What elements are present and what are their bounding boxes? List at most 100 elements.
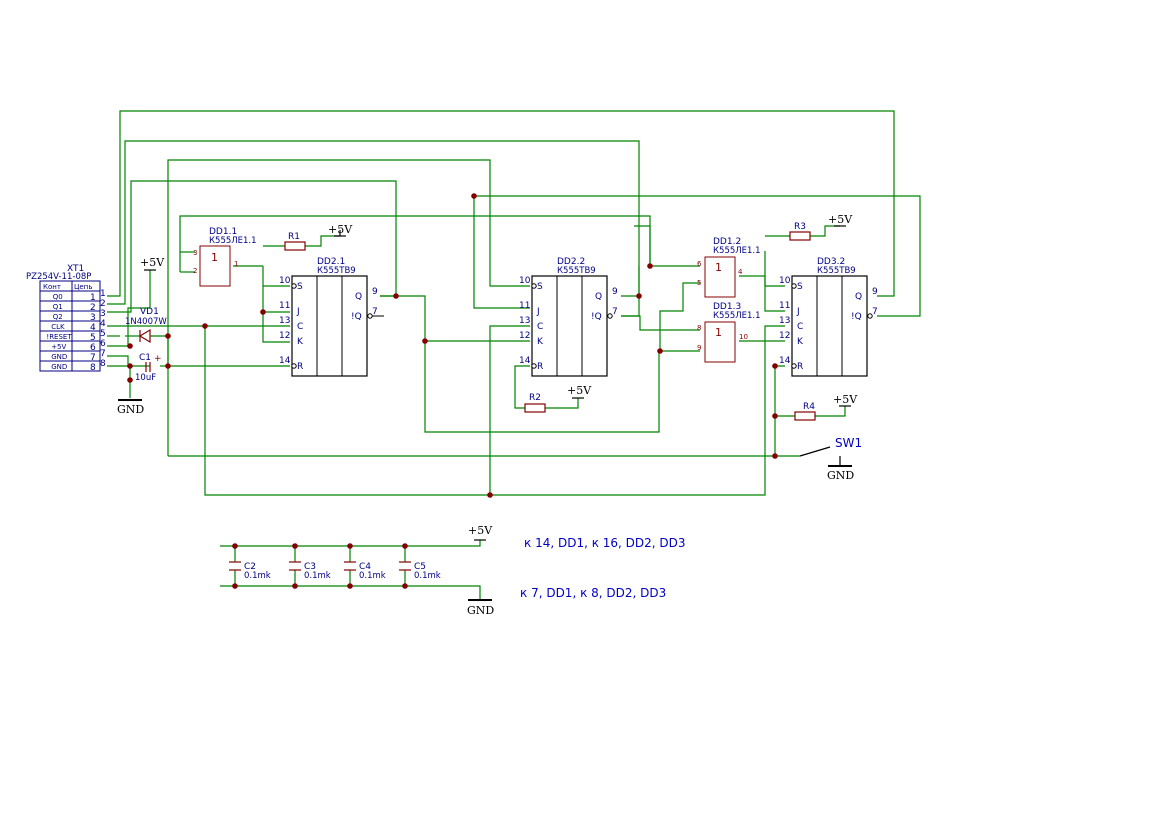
xt1-row-name: !RESET	[46, 333, 72, 341]
ff-dd2-2-pin-label: R	[537, 362, 543, 372]
xt1-wire-pin: 3	[100, 309, 106, 319]
dd1-3-pin-out: 10	[739, 333, 748, 341]
c5-ref: C5	[414, 562, 426, 572]
gate-dd1-1: DD1.1 К555ЛЕ1.1 1 3 2 1	[193, 227, 257, 287]
ff-dd2-1-pin-num: 11	[279, 301, 290, 311]
xt1-wire-pin: 4	[100, 319, 106, 329]
power-vcc-r4: +5V	[833, 393, 858, 407]
xt1-ref: XT1	[67, 264, 84, 274]
ff-dd2-2-ref: DD2.2	[557, 257, 585, 267]
vcc-note: к 14, DD1, к 16, DD2, DD3	[524, 536, 686, 550]
c3-ref: C3	[304, 562, 316, 572]
xt1-wire-pin: 5	[100, 329, 106, 339]
c2-ref: C2	[244, 562, 256, 572]
ff-dd3-2-nq-num: 7	[872, 307, 878, 317]
ff-dd2-1-nq-num: 7	[372, 307, 378, 317]
ff-dd3-2-ref: DD3.2	[817, 257, 845, 267]
dd1-3-ref: DD1.3	[713, 302, 741, 312]
gnd-label: GND	[117, 403, 144, 416]
c3-value: 0.1mk	[304, 571, 331, 581]
gnd-label-bus: GND	[467, 604, 494, 617]
dd1-1-value: К555ЛЕ1.1	[209, 236, 257, 246]
r3-ref: R3	[794, 222, 806, 232]
ff-dd2-2-pin-num: 12	[519, 331, 530, 341]
diode-vd1: VD1 1N4007W	[125, 307, 167, 344]
ff-dd2-2-pin-label: K	[537, 337, 544, 347]
dd1-2-value: К555ЛЕ1.1	[713, 246, 761, 256]
dd1-2-pin-out: 4	[738, 268, 743, 276]
ff-dd2-2-nq-label: !Q	[591, 312, 602, 322]
ff-dd2-2-pin-label: J	[536, 307, 540, 317]
gate-dd1-3: DD1.3 К555ЛЕ1.1 1 8 9 10	[697, 302, 761, 363]
resistor-r2: R2	[524, 393, 546, 413]
junctions	[127, 193, 778, 589]
vd1-ref: VD1	[140, 307, 159, 317]
ff-dd2-1-ref: DD2.1	[317, 257, 345, 267]
xt1-value: PZ254V-11-08P	[26, 272, 91, 282]
ff-dd2-1-pin-label: S	[297, 282, 303, 292]
ff-dd2-1-nq-label: !Q	[351, 312, 362, 322]
dd1-3-value: К555ЛЕ1.1	[713, 311, 761, 321]
power-gnd-xt1: GND	[117, 399, 144, 416]
ff-dd3-2-pin-num: 13	[779, 316, 790, 326]
ff-dd2-2-value: К555ТВ9	[557, 266, 596, 276]
decoupling-caps: C2 0.1mk C3 0.1mk C4 0.1mk C5 0.1mk +5V …	[229, 524, 686, 617]
c5-value: 0.1mk	[414, 571, 441, 581]
ff-dd2-2-pin-num: 11	[519, 301, 530, 311]
c1-value: 10uF	[135, 373, 156, 383]
xt1-row-name: Q0	[53, 293, 63, 301]
vcc-label-bus: +5V	[468, 524, 493, 537]
ff-dd2-2-nq-num: 7	[612, 307, 618, 317]
dd1-1-symbol: 1	[211, 251, 218, 264]
ff-dd2-1-pin-num: 13	[279, 316, 290, 326]
xt1-row-name: +5V	[51, 343, 66, 351]
xt1-row-pin: 7	[90, 353, 96, 363]
vd1-value: 1N4007W	[125, 317, 167, 327]
vcc-label: +5V	[140, 256, 165, 269]
resistor-r4: R4	[794, 402, 816, 421]
xt1-wire-pin: 8	[100, 359, 106, 369]
ff-dd3-2-pin-num: 10	[779, 276, 791, 286]
xt1-row-name: GND	[51, 353, 67, 361]
dd1-2-pin-a: 6	[697, 260, 702, 268]
xt1-row-name: Q2	[53, 313, 63, 321]
dd1-2-pin-b: 5	[697, 279, 701, 287]
r1-ref: R1	[288, 232, 300, 242]
dd1-2-ref: DD1.2	[713, 237, 741, 247]
ff-dd3-2-pin-label: S	[797, 282, 803, 292]
xt1-row-pin: 5	[90, 333, 96, 343]
ff-dd2-2-q-num: 9	[612, 287, 618, 297]
ff-dd2-1-pin-label: C	[297, 322, 303, 332]
r2-ref: R2	[529, 393, 541, 403]
vcc-label-r2: +5V	[567, 384, 592, 397]
xt1-header-circuit: Цепь	[74, 283, 92, 291]
ff-dd2-1-value: К555ТВ9	[317, 266, 356, 276]
flipflops: DD2.1К555ТВ910S11J13C12K14RQ!Q97DD2.2К55…	[279, 257, 878, 377]
dd1-3-pin-a: 8	[697, 324, 701, 332]
r4-ref: R4	[803, 402, 815, 412]
power-vcc-xt1: +5V	[140, 256, 165, 271]
dd1-1-pin-a: 3	[193, 249, 197, 257]
power-vcc-r3: +5V	[828, 213, 853, 227]
xt1-row-name: CLK	[51, 323, 65, 331]
resistor-r1: R1	[284, 232, 306, 251]
dd1-3-pin-b: 9	[697, 344, 701, 352]
c4-ref: C4	[359, 562, 371, 572]
xt1-row-pin: 1	[90, 293, 96, 303]
dd1-3-symbol: 1	[715, 326, 722, 339]
ff-dd2-2-pin-label: S	[537, 282, 543, 292]
ff-dd3-2-q-num: 9	[872, 287, 878, 297]
c1-plus-mark: +	[154, 354, 162, 364]
xt1-row-pin: 6	[90, 343, 96, 353]
vcc-label-r3: +5V	[828, 213, 853, 226]
xt1-wire-pin: 2	[100, 299, 106, 309]
c1-ref: C1	[139, 353, 151, 363]
resistor-r3: R3	[789, 222, 811, 241]
ff-dd3-2-pin-label: R	[797, 362, 803, 372]
xt1-row-pin: 4	[90, 323, 96, 333]
gnd-note: к 7, DD1, к 8, DD2, DD3	[520, 586, 666, 600]
